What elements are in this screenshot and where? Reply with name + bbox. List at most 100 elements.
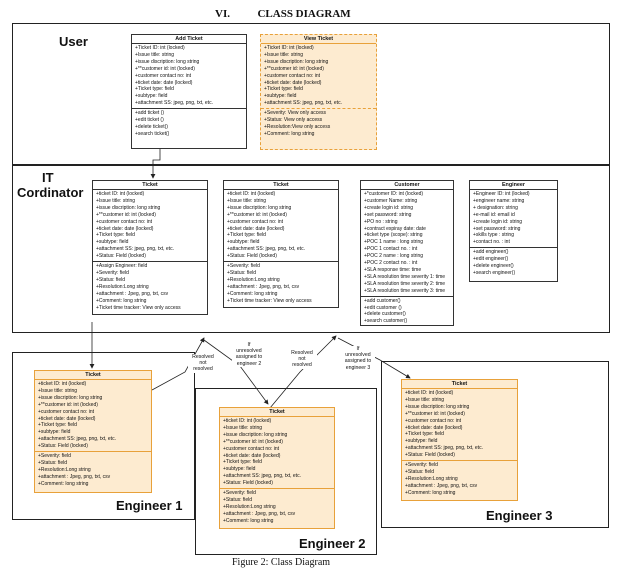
class-methods: +Severity: View only access+Status: View… bbox=[261, 108, 376, 139]
engineer1-label: Engineer 1 bbox=[116, 498, 183, 513]
class-attributes: +Ticket ID: int (locked)+Issue title: st… bbox=[261, 44, 376, 108]
class-method: +Comment: long string bbox=[227, 290, 278, 297]
class-attributes: +Ticket ID: int (locked)+Issue title: st… bbox=[132, 44, 246, 108]
class-method: +edit ticket () bbox=[135, 117, 164, 124]
class-attribute: +attachment SS: jpeg, png, txt, etc. bbox=[264, 100, 342, 107]
class-method: +search customer() bbox=[364, 318, 408, 325]
class-attributes: +ticket ID: int (locked)+Issue title: st… bbox=[220, 417, 334, 488]
engineer1-frame bbox=[12, 352, 195, 520]
class-attribute: +create login id: string bbox=[364, 204, 414, 211]
class-attribute: +ticket date: date (locked) bbox=[135, 79, 193, 86]
class-attributes: +Engineer ID: int (locked)+engineer name… bbox=[470, 190, 557, 247]
class-attribute: +ticket date: date (locked) bbox=[264, 79, 322, 86]
class-attribute: +Issue title: string bbox=[135, 51, 175, 58]
section-heading: VI. CLASS DIAGRAM bbox=[215, 8, 351, 20]
class-attribute: +Issue title: string bbox=[264, 51, 304, 58]
class-method: +edit engineer() bbox=[473, 256, 509, 263]
class-method: +search engineer() bbox=[473, 269, 516, 276]
class-attribute: +Ticket type: field bbox=[223, 459, 262, 466]
class-title: Ticket bbox=[93, 181, 207, 190]
class-attribute: +customer Name: string bbox=[364, 197, 418, 204]
class-title: Ticket bbox=[35, 371, 151, 380]
class-attribute: +Engineer ID: int (locked) bbox=[473, 191, 530, 197]
class-attribute: +ticket date: date (locked) bbox=[223, 452, 281, 459]
class-attributes: +ticket ID: int (locked)+Issue title: st… bbox=[93, 190, 207, 261]
class-attribute: +subtype: field bbox=[223, 466, 256, 473]
class-method: +Severity: View only access bbox=[264, 110, 327, 117]
class-method: +Severity: field bbox=[227, 263, 260, 270]
class-attribute: +Ticket ID: int (locked) bbox=[135, 45, 185, 51]
class-method: +Resolution:Long string bbox=[96, 283, 149, 290]
class-attribute: +attachment SS: jpeg, png, txt, etc. bbox=[96, 246, 174, 253]
class-attribute: +issue discription: long string bbox=[264, 58, 329, 65]
class-attribute: +Issue title: string bbox=[405, 396, 445, 403]
class-attribute: +contract expiray date: date bbox=[364, 225, 426, 232]
class-methods: +add customer()+edit customer ()+delete … bbox=[361, 295, 453, 327]
user-label: User bbox=[59, 34, 88, 49]
class-methods: +Severity: field+Status: field+Resolutio… bbox=[402, 460, 517, 498]
class-method: +Comment: long string bbox=[38, 480, 89, 487]
class-method: +Resolution:Long string bbox=[223, 503, 276, 510]
class-attribute: +*customer ID: int (locked) bbox=[364, 191, 424, 197]
class-attribute: +issue discription: long string bbox=[405, 403, 470, 410]
class-method: +Severity: field bbox=[405, 462, 438, 469]
class-method: +Comment: long string bbox=[96, 297, 147, 304]
class-attribute: + designation: string bbox=[473, 204, 518, 211]
class-method: +delete engineer() bbox=[473, 263, 514, 270]
class-attribute: +customer contact no: int bbox=[223, 445, 280, 452]
class-method: +Status: field bbox=[38, 459, 68, 466]
class-methods: +add ticket ()+edit ticket ()+delete tic… bbox=[132, 108, 246, 139]
class-attribute: +SLA response time: time bbox=[364, 266, 422, 273]
class-attribute: +ticket ID: int (locked) bbox=[96, 191, 145, 197]
class-title: View Ticket bbox=[261, 35, 376, 44]
class-attribute: +**customer id: int (locked) bbox=[96, 211, 156, 218]
class-attribute: +Status: Field (locked) bbox=[96, 253, 146, 260]
class-method: +Resolution:Long string bbox=[38, 466, 91, 473]
it-coordinator-frame bbox=[12, 165, 610, 333]
class-attribute: +Ticket ID: int (locked) bbox=[264, 45, 314, 51]
class-attribute: +attachment SS: jpeg, png, txt, etc. bbox=[135, 100, 213, 107]
class-attributes: +*customer ID: int (locked)+customer Nam… bbox=[361, 190, 453, 296]
class-method: +Comment: long string bbox=[223, 517, 274, 524]
class-method: +attachment : Jpeg, png, txt, csv bbox=[405, 482, 478, 489]
class-method: +attachment : Jpeg, png, txt, csv bbox=[96, 290, 169, 297]
class-attribute: +Issue title: string bbox=[223, 424, 263, 431]
class-attribute: +customer contact no: int bbox=[135, 72, 192, 79]
class-attribute: +issue discription: long string bbox=[135, 58, 200, 65]
class-attribute: +customer contact no: int bbox=[227, 218, 284, 225]
class-attributes: +ticket ID: int (locked)+Issue title: st… bbox=[402, 389, 517, 460]
class-method: +Status: field bbox=[96, 276, 126, 283]
class-attribute: +ticket date: date (locked) bbox=[96, 225, 154, 232]
class-title: Ticket bbox=[220, 408, 334, 417]
class-method: +Comment: long string bbox=[405, 489, 456, 496]
class-attribute: +Ticket type: field bbox=[264, 86, 303, 93]
class-attribute: +set password: string bbox=[473, 225, 521, 232]
customer-class: Customer+*customer ID: int (locked)+cust… bbox=[360, 180, 454, 326]
class-attribute: +subtype: field bbox=[135, 93, 168, 100]
class-method: +delete ticket() bbox=[135, 123, 168, 130]
class-attribute: +set password: string bbox=[364, 211, 412, 218]
class-attribute: +attachment SS: jpeg, png, txt, etc. bbox=[405, 445, 483, 452]
class-attribute: +subtype: field bbox=[264, 93, 297, 100]
engineer2-label: Engineer 2 bbox=[299, 536, 366, 551]
class-attribute: +subtype: field bbox=[38, 429, 71, 436]
class-attribute: +ticket ID: int (locked) bbox=[405, 390, 454, 396]
class-attribute: +attachment SS: jpeg, png, txt, etc. bbox=[227, 246, 305, 253]
figure-caption: Figure 2: Class Diagram bbox=[232, 557, 331, 568]
class-attribute: +POC 1 name : long string bbox=[364, 239, 424, 246]
class-attribute: +POC 1 contact no. : int bbox=[364, 246, 418, 253]
class-attribute: +Status: Field (locked) bbox=[405, 452, 455, 459]
class-attribute: +Issue title: string bbox=[227, 197, 267, 204]
class-method: +attachment : Jpeg, png, txt, csv bbox=[38, 473, 111, 480]
class-attribute: +ticket ID: int (locked) bbox=[38, 381, 87, 387]
class-attribute: +customer contact no: int bbox=[264, 72, 321, 79]
user-frame bbox=[12, 23, 610, 165]
class-title: Add Ticket bbox=[132, 35, 246, 44]
class-attribute: +subtype: field bbox=[227, 239, 260, 246]
engineer3-frame bbox=[381, 361, 609, 528]
class-method: +add customer() bbox=[364, 297, 401, 304]
class-methods: +Assign Engineer: field+Severity: field+… bbox=[93, 261, 207, 312]
class-attribute: +engineer name: string bbox=[473, 197, 525, 204]
